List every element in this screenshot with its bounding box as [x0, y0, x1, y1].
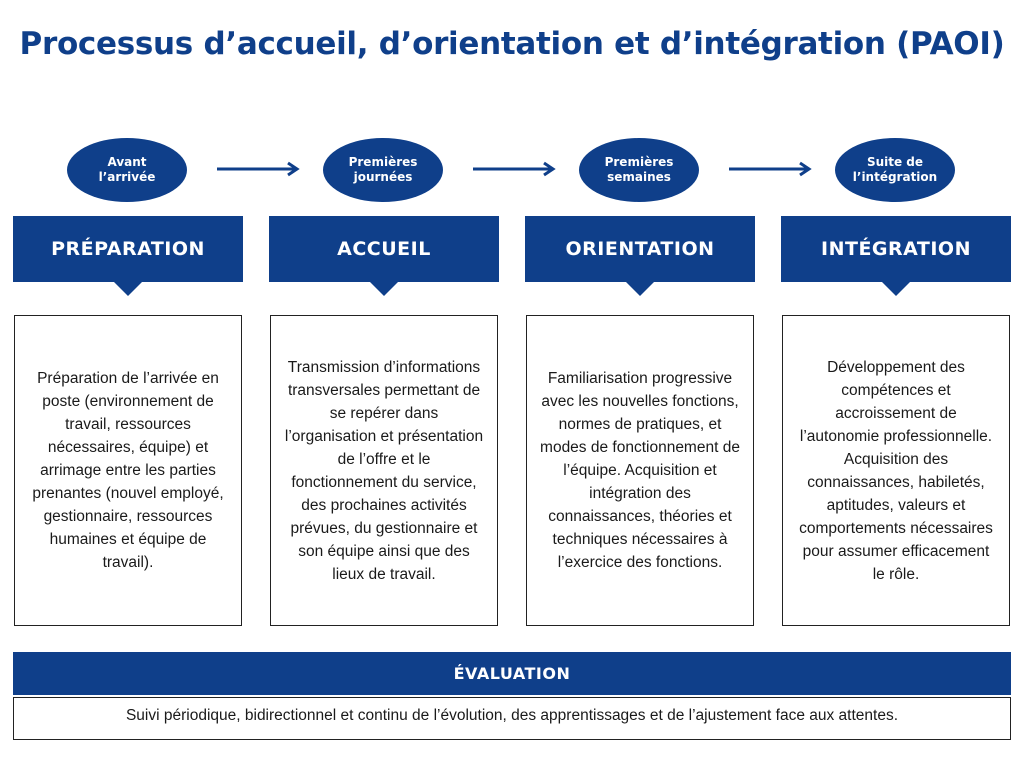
stage-header-accueil: ACCUEIL — [269, 216, 499, 296]
stage-box-integration: Développement des compétences et accrois… — [782, 315, 1010, 626]
stage-box-preparation: Préparation de l’arrivée en poste (envir… — [14, 315, 242, 626]
phase-oval-suite-integration: Suite de l’intégration — [835, 138, 955, 202]
phase-oval-premieres-journees: Premières journées — [323, 138, 443, 202]
phase-oval-premieres-semaines: Premières semaines — [579, 138, 699, 202]
stage-header-integration: INTÉGRATION — [781, 216, 1011, 296]
evaluation-header: ÉVALUATION — [13, 652, 1011, 695]
stage-description: Transmission d’informations transversale… — [284, 358, 484, 583]
diagram-title: Processus d’accueil, d’orientation et d’… — [19, 26, 1005, 62]
phase-label: Suite de l’intégration — [852, 155, 938, 184]
arrow-right-icon — [473, 161, 556, 177]
stage-description: Préparation de l’arrivée en poste (envir… — [32, 370, 224, 571]
arrow-right-icon — [729, 161, 812, 177]
evaluation-description: Suivi périodique, bidirectionnel et cont… — [13, 697, 1011, 740]
stage-header-preparation: PRÉPARATION — [13, 216, 243, 296]
phase-label: Premières journées — [348, 155, 418, 184]
stage-description: Familiarisation progressive avec les nou… — [540, 370, 740, 571]
stage-box-accueil: Transmission d’informations transversale… — [270, 315, 498, 626]
stage-box-orientation: Familiarisation progressive avec les nou… — [526, 315, 754, 626]
phase-label: Avant l’arrivée — [98, 155, 156, 184]
stage-header-orientation: ORIENTATION — [525, 216, 755, 296]
stage-description: Développement des compétences et accrois… — [799, 358, 993, 583]
phase-label: Premières semaines — [604, 155, 674, 184]
arrow-right-icon — [217, 161, 300, 177]
phase-oval-avant-arrivee: Avant l’arrivée — [67, 138, 187, 202]
